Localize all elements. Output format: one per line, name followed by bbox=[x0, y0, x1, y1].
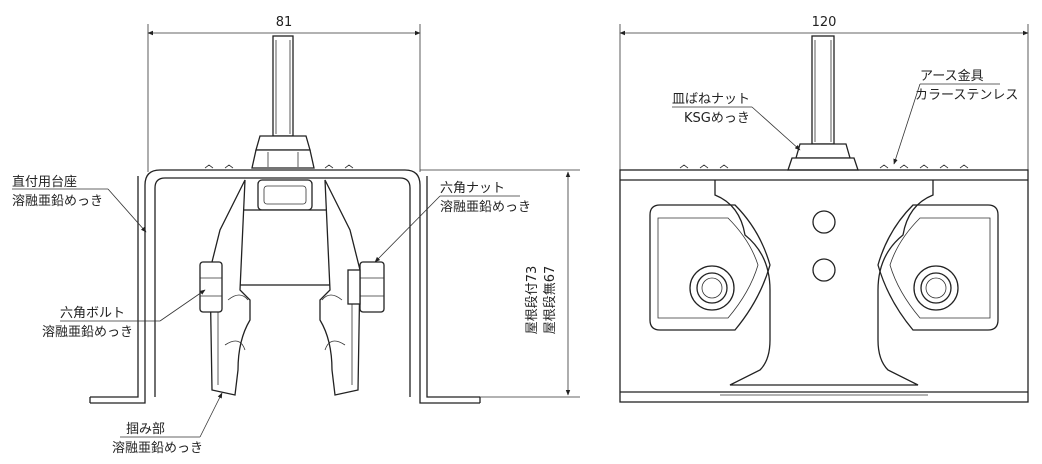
left-view: 81 bbox=[12, 15, 580, 456]
label-hexnut-finish: 溶融亜鉛めっき bbox=[440, 200, 531, 215]
label-hexnut-name: 六角ナット bbox=[440, 181, 505, 196]
label-hexbolt-name: 六角ボルト bbox=[60, 306, 125, 321]
label-hexbolt-finish: 溶融亜鉛めっき bbox=[42, 325, 133, 340]
label-washer-nut-finish: KSGめっき bbox=[684, 111, 750, 126]
left-recess bbox=[649, 204, 771, 331]
height-dimension: 屋根段付73 屋根段無67 bbox=[420, 169, 580, 398]
base-bracket bbox=[89, 164, 481, 404]
width-dimension-81: 81 bbox=[147, 15, 421, 172]
label-earth-name: アース金具 bbox=[920, 68, 984, 84]
label-grip-finish: 溶融亜鉛めっき bbox=[112, 441, 203, 456]
label-grip-name: 掴み部 bbox=[126, 422, 165, 437]
hex-nut bbox=[347, 261, 385, 313]
right-recess bbox=[877, 204, 999, 331]
callout-earth: アース金具 カラーステンレス bbox=[893, 68, 1018, 165]
dim-height-flat: 屋根段無67 bbox=[543, 266, 558, 335]
callout-grip: 掴み部 溶融亜鉛めっき bbox=[112, 392, 223, 456]
callout-base: 直付用台座 溶融亜鉛めっき bbox=[12, 175, 147, 233]
width-dimension-120: 120 bbox=[619, 15, 1029, 172]
center-grip-plate bbox=[714, 180, 934, 396]
base-frame bbox=[619, 164, 1029, 403]
label-base-name: 直付用台座 bbox=[12, 175, 77, 190]
callout-washer-nut: 皿ばねナット KSGめっき bbox=[672, 92, 801, 151]
label-earth-finish: カラーステンレス bbox=[915, 88, 1018, 103]
label-washer-nut-name: 皿ばねナット bbox=[672, 92, 750, 107]
stud-washer-nut bbox=[787, 35, 859, 171]
dim-width-81: 81 bbox=[276, 15, 293, 30]
callout-hexnut: 六角ナット 溶融亜鉛めっき bbox=[374, 181, 531, 263]
label-base-finish: 溶融亜鉛めっき bbox=[12, 194, 103, 209]
right-view: 120 bbox=[619, 15, 1029, 403]
dim-height-stepped: 屋根段付73 bbox=[525, 266, 540, 335]
stud-bolt bbox=[251, 35, 315, 169]
clamp-grip bbox=[209, 179, 361, 396]
hex-bolt bbox=[199, 261, 223, 313]
callout-hexbolt: 六角ボルト 溶融亜鉛めっき bbox=[42, 289, 206, 340]
dim-width-120: 120 bbox=[812, 15, 837, 30]
